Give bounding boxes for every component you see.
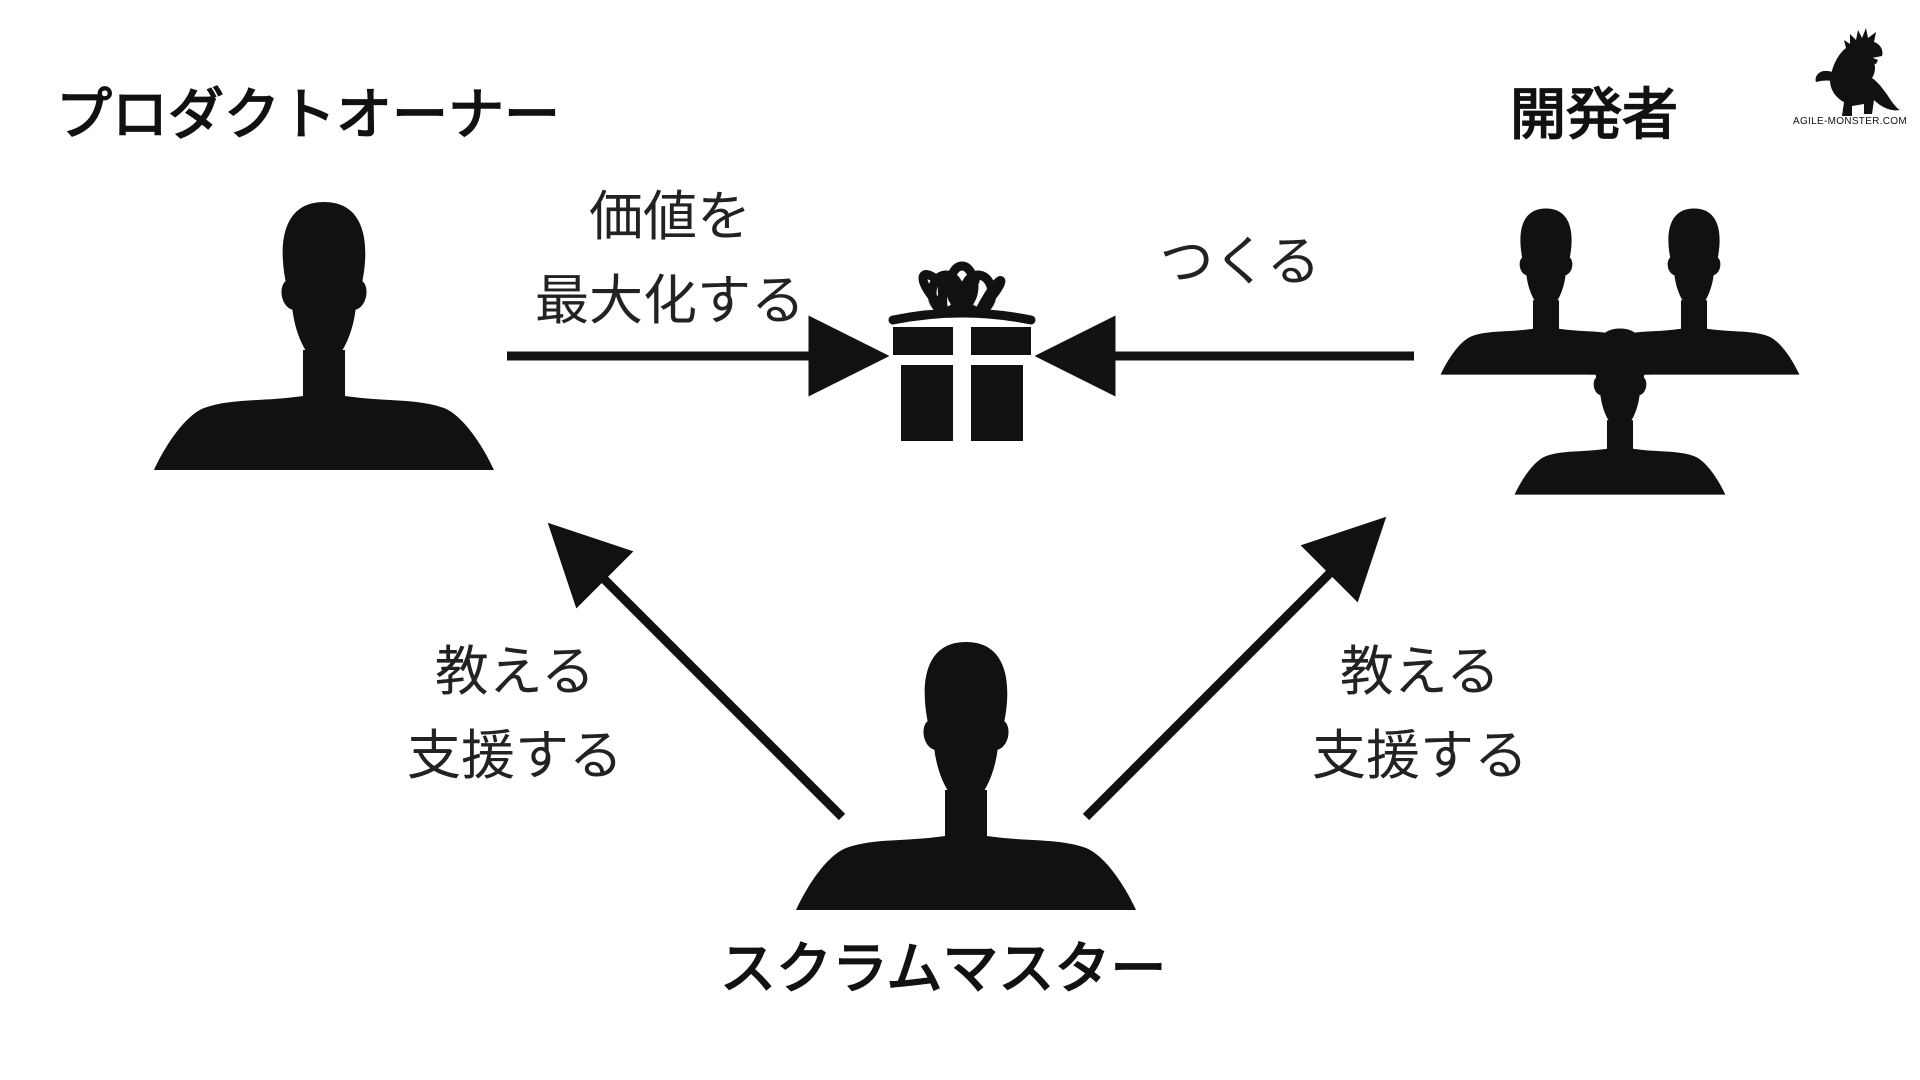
scrum-master-silhouette-icon [796, 642, 1136, 910]
teach-left-line-1: 教える [434, 640, 596, 703]
scrum-master-label: スクラムマスター [720, 937, 1167, 1002]
maximize-value-line-1: 価値を [589, 185, 751, 248]
teach-support-right-label: 教える 支援する [1270, 630, 1570, 798]
support-left-line-2: 支援する [407, 724, 623, 787]
gift-box-icon [888, 261, 1036, 441]
product-owner-label: プロダクトオーナー [56, 83, 560, 148]
logo-text: AGILE-MONSTER.COM [1793, 116, 1907, 127]
make-label: つくる [1159, 230, 1321, 293]
maximize-value-label: 価値を 最大化する [490, 175, 850, 343]
teach-right-line-1: 教える [1339, 640, 1501, 703]
teach-support-left-label: 教える 支援する [365, 630, 665, 798]
group-silhouette-icon [1440, 208, 1800, 495]
support-right-line-2: 支援する [1312, 724, 1528, 787]
product-owner-silhouette-icon [154, 202, 494, 470]
arrow-sm-to-po [547, 522, 846, 821]
developers-label: 開発者 [1510, 83, 1678, 148]
maximize-value-line-2: 最大化する [535, 269, 805, 332]
arrow-sm-to-developers [1082, 516, 1387, 821]
monster-icon [1815, 28, 1900, 116]
